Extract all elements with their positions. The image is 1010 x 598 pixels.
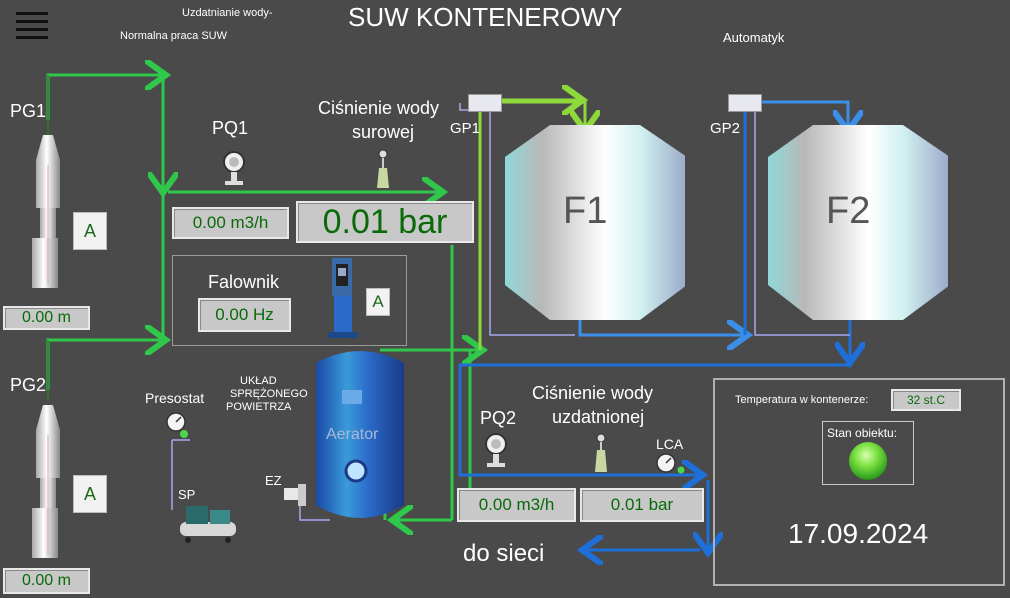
process-status-line1: Uzdatnianie wody- [182, 7, 273, 19]
current-date: 17.09.2024 [788, 518, 929, 549]
treated-pressure-value: 0.01 bar [580, 488, 704, 522]
status-indicator-light [849, 442, 887, 480]
operating-mode: Automatyk [723, 30, 785, 45]
page-title: SUW KONTENEROWY [348, 2, 623, 32]
lca-label: LCA [656, 436, 684, 452]
raw-flow-value: 0.00 m3/h [172, 207, 289, 239]
inverter-panel [172, 255, 407, 346]
treated-pressure-label-2: uzdatnionej [552, 407, 645, 427]
inverter-device-icon[interactable] [326, 258, 362, 340]
filter-f2-tank[interactable] [768, 125, 948, 325]
solenoid-valve-icon[interactable] [284, 484, 310, 508]
air-system-label-1: UKŁAD [240, 375, 277, 387]
treated-flow-value: 0.00 m3/h [457, 488, 576, 522]
presostat-label: Presostat [145, 390, 205, 406]
compressor-label: SP [178, 487, 196, 502]
raw-flow-label: PQ1 [212, 118, 249, 138]
well-pg1-level: 0.00 m [3, 306, 90, 330]
aerator-label: Aerator [326, 426, 379, 443]
presostat-gauge-icon [166, 412, 188, 438]
valve-gp2-icon[interactable] [728, 94, 762, 112]
well-pg2-label: PG2 [10, 375, 47, 395]
well-pump-pg1-icon[interactable] [10, 125, 90, 295]
well-pg1-mode-button[interactable]: A [73, 212, 107, 250]
filter-f1-tank[interactable] [505, 125, 685, 325]
temperature-label: Temperatura w kontenerze: [735, 394, 869, 406]
raw-pressure-value: 0.01 bar [296, 201, 474, 243]
valve-gp1-label: GP1 [450, 120, 481, 137]
process-status-line2: Normalna praca SUW [120, 30, 227, 42]
solenoid-valve-label: EZ [265, 473, 282, 488]
valve-gp1-icon[interactable] [468, 94, 502, 112]
treated-pressure-label-1: Ciśnienie wody [532, 383, 654, 403]
filter-f2-label: F2 [826, 190, 871, 232]
inverter-frequency: 0.00 Hz [198, 298, 291, 332]
filter-f1-label: F1 [563, 190, 608, 232]
raw-pressure-label-2: surowej [352, 122, 415, 142]
well-pg1-label: PG1 [10, 101, 47, 121]
temperature-value: 32 st.C [891, 389, 961, 411]
status-panel [713, 378, 1005, 586]
inverter-mode-button[interactable]: A [366, 288, 390, 316]
valve-gp2-label: GP2 [710, 120, 741, 137]
pressure-sensor-raw-icon [377, 149, 389, 188]
compressor-icon[interactable] [176, 502, 240, 544]
air-system-label-2: SPRĘŻONEGO [230, 388, 308, 400]
outlet-label: do sieci [463, 540, 545, 567]
flowmeter-pq2-icon [485, 433, 507, 467]
well-pg2-mode-button[interactable]: A [73, 475, 107, 513]
raw-pressure-label-1: Ciśnienie wody [318, 98, 440, 118]
inverter-label: Falownik [208, 272, 280, 292]
air-system-label-3: POWIETRZA [226, 401, 292, 413]
menu-icon[interactable] [16, 10, 48, 39]
lca-gauge-icon [656, 453, 685, 474]
well-pg2-level: 0.00 m [3, 568, 90, 594]
aerator-tank[interactable] [316, 345, 411, 525]
well-pump-pg2-icon[interactable] [10, 395, 90, 565]
pressure-sensor-treated-icon [595, 433, 607, 472]
system-state-label: Stan obiektu: [827, 426, 898, 440]
treated-flow-label: PQ2 [480, 408, 517, 428]
flowmeter-pq1-icon [223, 151, 245, 185]
system-state-box[interactable] [822, 421, 914, 485]
